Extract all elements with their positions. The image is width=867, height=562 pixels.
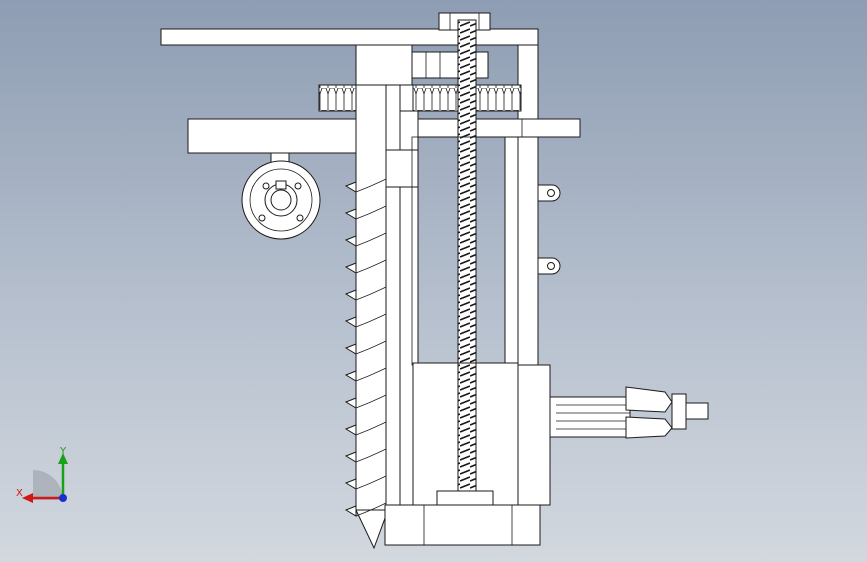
lead-nut xyxy=(436,490,494,506)
base-block-inner xyxy=(423,504,513,546)
auger-tip xyxy=(355,509,389,550)
guide-rod-left xyxy=(385,84,401,506)
output-spline-shaft xyxy=(549,386,709,439)
auger-flight-curve xyxy=(355,393,389,409)
auger-flight-curve xyxy=(355,501,389,517)
auger-flight-tooth xyxy=(344,181,357,193)
auger-flight-curve xyxy=(355,366,389,382)
slide-post xyxy=(504,136,519,366)
coordinate-triad: Y X xyxy=(16,446,68,503)
base-block xyxy=(384,504,541,546)
auger-flight-curve xyxy=(355,285,389,301)
auger-flight-tooth xyxy=(344,424,357,436)
auger-flight-tooth xyxy=(344,370,357,382)
auger-flight-tooth xyxy=(344,451,357,463)
screw-bearing-slot xyxy=(425,51,441,79)
mounting-ear-upper xyxy=(537,184,561,202)
triad-z-axis xyxy=(59,494,67,502)
auger-flight-curve xyxy=(355,474,389,490)
screw-bearing-block xyxy=(411,51,489,79)
auger-flight-curve xyxy=(355,339,389,355)
carriage-side-plate xyxy=(517,364,551,506)
auger-flight-tooth xyxy=(344,343,357,355)
auger-flight-curve xyxy=(355,258,389,274)
auger-flight-curve xyxy=(355,204,389,220)
auger-flight-curve xyxy=(355,447,389,463)
auger-flight-curve xyxy=(355,420,389,436)
lead-screw-lower xyxy=(457,362,477,492)
triad-y-label: Y xyxy=(59,446,67,457)
rod-clamp xyxy=(385,149,419,188)
auger-flight-tooth xyxy=(344,208,357,220)
auger-flight-tooth xyxy=(344,235,357,247)
auger-flight-curve xyxy=(355,231,389,247)
auger-shaft xyxy=(355,84,389,511)
auger-flight-tooth xyxy=(344,289,357,301)
auger-flight-tooth xyxy=(344,478,357,490)
flange-coupling xyxy=(241,152,321,240)
auger-flights xyxy=(344,177,389,517)
auger-flight-curve xyxy=(355,312,389,328)
auger-flight-curve xyxy=(355,177,389,193)
auger-flight-tooth xyxy=(344,505,357,517)
top-plate xyxy=(160,28,539,46)
auger-flight-tooth xyxy=(344,316,357,328)
gear-housing xyxy=(355,44,413,86)
auger-flight-tooth xyxy=(344,397,357,409)
triad-x-label: X xyxy=(16,488,23,499)
mounting-ear-lower xyxy=(537,257,561,275)
auger-flight-tooth xyxy=(344,262,357,274)
